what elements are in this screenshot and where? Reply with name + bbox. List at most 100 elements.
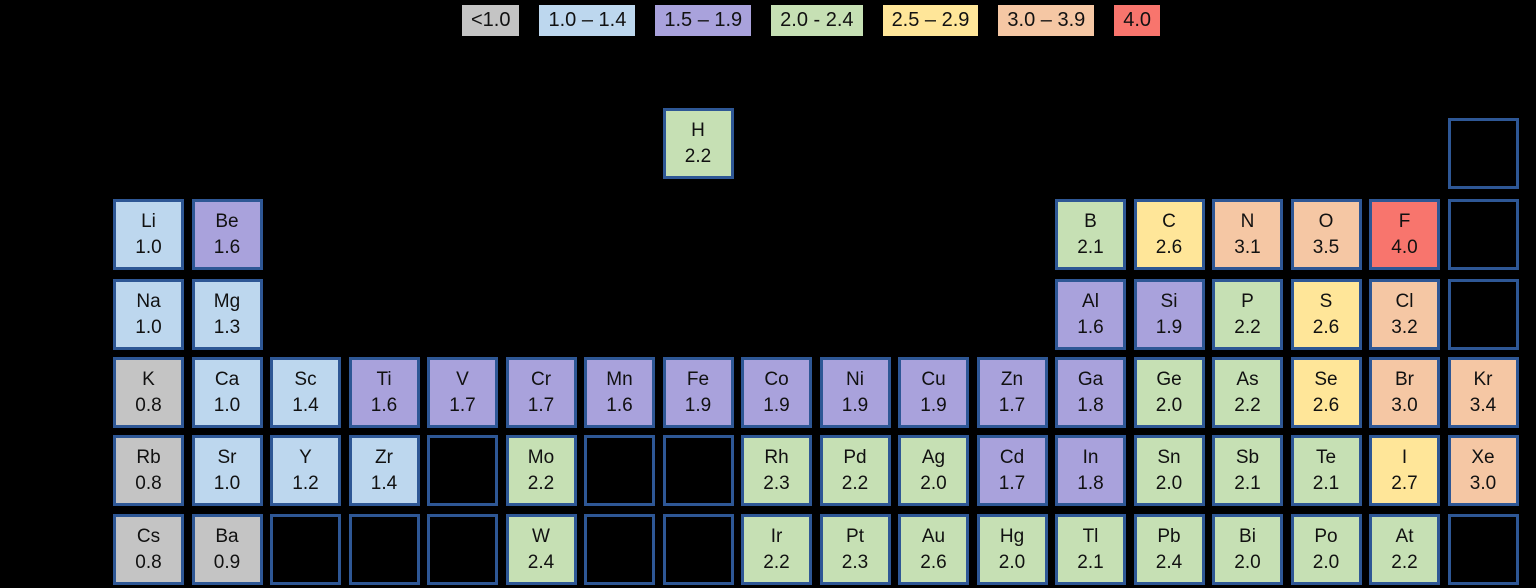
element-value: 3.4 [1469,394,1497,416]
element-value: 1.2 [292,472,319,494]
element-value: 1.8 [1077,394,1104,416]
element-symbol: Ag [921,446,946,468]
element-value: 0.8 [135,472,162,494]
element-symbol: Ir [770,525,783,547]
element-symbol: S [1319,290,1333,312]
element-value: 2.2 [763,551,790,573]
element-symbol: Pt [846,525,864,547]
element-symbol: Cr [530,368,552,390]
cell-c: C 2.6 [1133,199,1205,270]
element-symbol: Na [136,290,161,312]
element-symbol: O [1318,210,1334,232]
element-value: 2.6 [920,551,947,573]
element-symbol: Li [141,210,156,232]
legend-item-3.0-3.9: 3.0 – 3.9 [998,5,1095,36]
element-symbol: Au [921,525,946,547]
element-value: 2.2 [1391,551,1418,573]
legend-item-2.0-2.4: 2.0 - 2.4 [771,5,863,36]
cell-s: S 2.6 [1290,279,1362,350]
legend-item-label: 1.5 – 1.9 [664,9,743,31]
element-value: 2.6 [1155,236,1183,258]
element-symbol: F [1398,210,1411,232]
legend-item-label: 2.5 – 2.9 [891,9,970,31]
legend-item-label: 3.0 – 3.9 [1007,9,1086,31]
empty-cell [1447,199,1519,270]
element-value: 2.6 [1312,394,1340,416]
element-symbol: N [1240,210,1255,232]
element-symbol: Rb [136,446,161,468]
element-symbol: Xe [1471,446,1495,468]
element-value: 1.7 [527,394,555,416]
element-symbol: C [1162,210,1176,232]
cell-ir: Ir 2.2 [741,514,812,585]
element-value: 2.2 [841,472,869,494]
legend-item-2.5-2.9: 2.5 – 2.9 [882,5,979,36]
element-symbol: Pd [843,446,867,468]
element-value: 3.0 [1391,394,1418,416]
element-symbol: Mn [606,368,633,390]
element-symbol: Ba [215,525,239,547]
element-value: 1.6 [213,236,241,258]
element-symbol: V [456,368,469,390]
element-symbol: At [1395,525,1414,547]
element-value: 0.9 [213,551,241,573]
element-value: 2.6 [1312,316,1340,338]
element-value: 1.7 [449,394,476,416]
element-value: 3.5 [1312,236,1340,258]
element-value: 2.2 [1234,394,1261,416]
legend-item-1.5-1.9: 1.5 – 1.9 [655,5,752,36]
element-value: 2.1 [1234,472,1261,494]
element-value: 2.1 [1312,472,1340,494]
empty-cell [270,514,341,585]
element-value: 1.4 [292,394,319,416]
element-value: 2.0 [1155,394,1183,416]
empty-cell [662,435,734,506]
element-value: 1.9 [684,394,712,416]
element-symbol: Cd [999,446,1025,468]
legend-item-label: 2.0 - 2.4 [780,9,854,31]
element-value: 2.0 [920,472,947,494]
element-symbol: Fe [686,368,710,390]
element-value: 1.0 [213,394,241,416]
legend-item-4.0: 4.0 [1114,5,1161,36]
element-value: 2.3 [841,551,869,573]
element-value: 2.1 [1077,551,1104,573]
empty-cell [662,514,734,585]
element-symbol: Ni [846,368,864,390]
element-symbol: K [142,368,155,390]
cell-pd: Pd 2.2 [819,435,891,506]
element-value: 2.2 [527,472,555,494]
element-value: 2.0 [1234,551,1261,573]
cell-rb: Rb 0.8 [113,435,184,506]
element-symbol: Bi [1239,525,1256,547]
element-value: 1.3 [213,316,241,338]
empty-cell [1447,514,1519,585]
element-symbol: Rh [764,446,789,468]
